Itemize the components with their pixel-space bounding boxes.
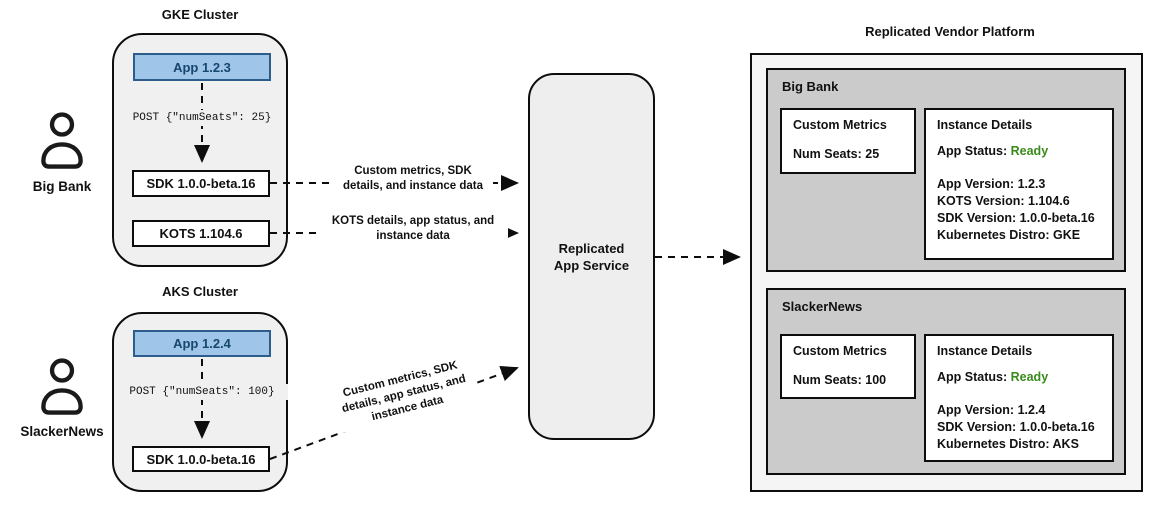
aks-app-box: App 1.2.4 — [133, 330, 271, 357]
platform-section-slackernews: SlackerNews Custom Metrics Num Seats: 10… — [766, 288, 1126, 475]
detail-line: Kubernetes Distro: GKE — [937, 228, 1081, 242]
instance-detail-lines: App Version: 1.2.3 KOTS Version: 1.104.6… — [937, 176, 1101, 244]
app-status-label: App Status: — [937, 144, 1008, 158]
section-slackernews-name: SlackerNews — [782, 299, 863, 314]
aks-cluster-title: AKS Cluster — [162, 284, 238, 299]
app-status-line: App Status: Ready — [937, 369, 1101, 386]
actor-big-bank — [36, 112, 88, 172]
detail-line: KOTS Version: 1.104.6 — [937, 194, 1070, 208]
num-seats-value: Num Seats: 25 — [793, 147, 880, 161]
gke-app-box: App 1.2.3 — [133, 53, 271, 81]
person-icon — [41, 112, 83, 169]
num-seats-value: Num Seats: 100 — [793, 373, 887, 387]
replicated-app-service-label: Replicated App Service — [553, 240, 630, 273]
slackernews-custom-metrics-card: Custom Metrics Num Seats: 100 — [780, 334, 916, 399]
detail-line: SDK Version: 1.0.0-beta.16 — [937, 420, 1095, 434]
gke-sdk-box: SDK 1.0.0-beta.16 — [132, 170, 270, 197]
actor-slackernews-label: SlackerNews — [20, 424, 104, 439]
slackernews-instance-details-card: Instance Details App Status: Ready App V… — [924, 334, 1114, 462]
person-icon — [41, 358, 83, 415]
actor-big-bank-label: Big Bank — [32, 179, 92, 194]
flow-label-sdk-metrics: Custom metrics, SDK details, and instanc… — [333, 164, 493, 194]
instance-details-title: Instance Details — [937, 118, 1033, 132]
detail-line: Kubernetes Distro: AKS — [937, 437, 1079, 451]
gke-cluster-title: GKE Cluster — [161, 7, 239, 22]
aks-sdk-box: SDK 1.0.0-beta.16 — [132, 446, 270, 472]
vendor-platform-title: Replicated Vendor Platform — [865, 24, 1035, 39]
instance-detail-lines: App Version: 1.2.4 SDK Version: 1.0.0-be… — [937, 402, 1101, 453]
instance-details-title: Instance Details — [937, 344, 1033, 358]
detail-line: App Version: 1.2.3 — [937, 177, 1046, 191]
custom-metrics-title: Custom Metrics — [793, 344, 887, 358]
app-status-line: App Status: Ready — [937, 143, 1101, 160]
big-bank-instance-details-card: Instance Details App Status: Ready App V… — [924, 108, 1114, 260]
gke-kots-box: KOTS 1.104.6 — [132, 220, 270, 247]
app-status-value: Ready — [1010, 144, 1049, 158]
detail-line: SDK Version: 1.0.0-beta.16 — [937, 211, 1095, 225]
vendor-platform-box: Big Bank Custom Metrics Num Seats: 25 In… — [750, 53, 1143, 492]
section-big-bank-name: Big Bank — [782, 79, 839, 94]
big-bank-custom-metrics-card: Custom Metrics Num Seats: 25 — [780, 108, 916, 174]
platform-section-big-bank: Big Bank Custom Metrics Num Seats: 25 In… — [766, 68, 1126, 272]
actor-slackernews — [36, 358, 88, 418]
flow-label-aks-metrics: Custom metrics, SDK details, app status,… — [329, 355, 479, 434]
detail-line: App Version: 1.2.4 — [937, 403, 1046, 417]
custom-metrics-title: Custom Metrics — [793, 118, 887, 132]
aks-post-label: POST {"numSeats": 100} — [116, 384, 288, 400]
app-status-label: App Status: — [937, 370, 1008, 384]
replicated-app-service-box: Replicated App Service — [528, 73, 655, 440]
gke-post-label: POST {"numSeats": 25} — [120, 110, 284, 126]
flow-label-kots-details: KOTS details, app status, and instance d… — [318, 214, 508, 244]
app-status-value: Ready — [1010, 370, 1049, 384]
